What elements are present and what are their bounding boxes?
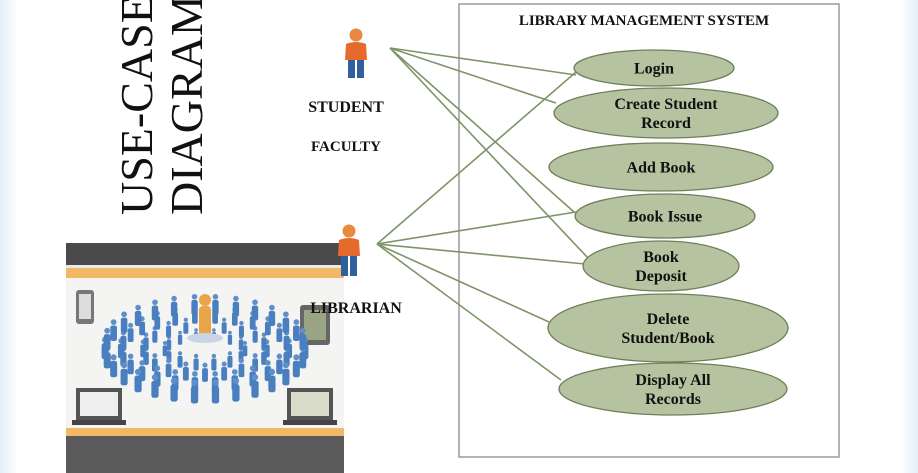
use-case-login: Login <box>573 49 735 87</box>
use-case-label: Delete <box>647 311 690 328</box>
faculty-actor-label: FACULTY <box>311 139 381 155</box>
use-case-label: Display All <box>635 372 711 389</box>
use-case-book-issue: Book Issue <box>574 193 756 239</box>
system-title: LIBRARY MANAGEMENT SYSTEM <box>519 13 769 29</box>
use-case-label: Login <box>634 61 674 78</box>
association-librarian-display-all-records <box>376 243 562 381</box>
use-case-label: Book Issue <box>628 209 702 226</box>
diagram-title-line-1: USE-CASE <box>111 0 162 215</box>
use-case-ellipse <box>558 362 788 416</box>
use-case-ellipse <box>553 87 779 139</box>
diagram-title-line-2: DIAGRAM <box>161 0 212 215</box>
use-case-ellipse <box>582 240 740 292</box>
association-librarian-book-deposit <box>376 243 586 265</box>
use-case-label: Student/Book <box>621 330 714 347</box>
association-librarian-login <box>376 71 577 245</box>
association-librarian-delete-student-book <box>376 243 550 323</box>
left-page-edge <box>0 0 18 473</box>
librarian-actor-icon <box>338 224 360 276</box>
association-librarian-book-issue <box>376 211 577 245</box>
use-case-ellipse <box>574 193 756 239</box>
use-case-ellipse <box>547 293 789 363</box>
association-student-login <box>389 47 577 76</box>
use-case-label: Deposit <box>635 268 687 285</box>
association-student-book-issue <box>389 47 575 213</box>
use-case-ellipse <box>548 142 774 192</box>
student-actor-label: STUDENT <box>308 99 384 116</box>
use-case-label: Book <box>643 249 679 266</box>
use-case-ellipse <box>573 49 735 87</box>
right-page-edge <box>900 0 918 473</box>
crowd-network-photo <box>66 243 344 473</box>
association-student-book-deposit <box>389 47 589 259</box>
use-case-label: Create Student <box>614 96 718 113</box>
association-student-create-student-record <box>389 47 557 104</box>
use-case-label: Record <box>641 115 691 132</box>
student-actor-icon <box>345 28 367 78</box>
use-case-add-book: Add Book <box>548 142 774 192</box>
librarian-actor-label: LIBRARIAN <box>310 300 402 317</box>
diagram-title: USE-CASE DIAGRAM <box>111 0 212 215</box>
use-case-label: Records <box>645 391 701 408</box>
use-case-label: Add Book <box>627 160 696 177</box>
